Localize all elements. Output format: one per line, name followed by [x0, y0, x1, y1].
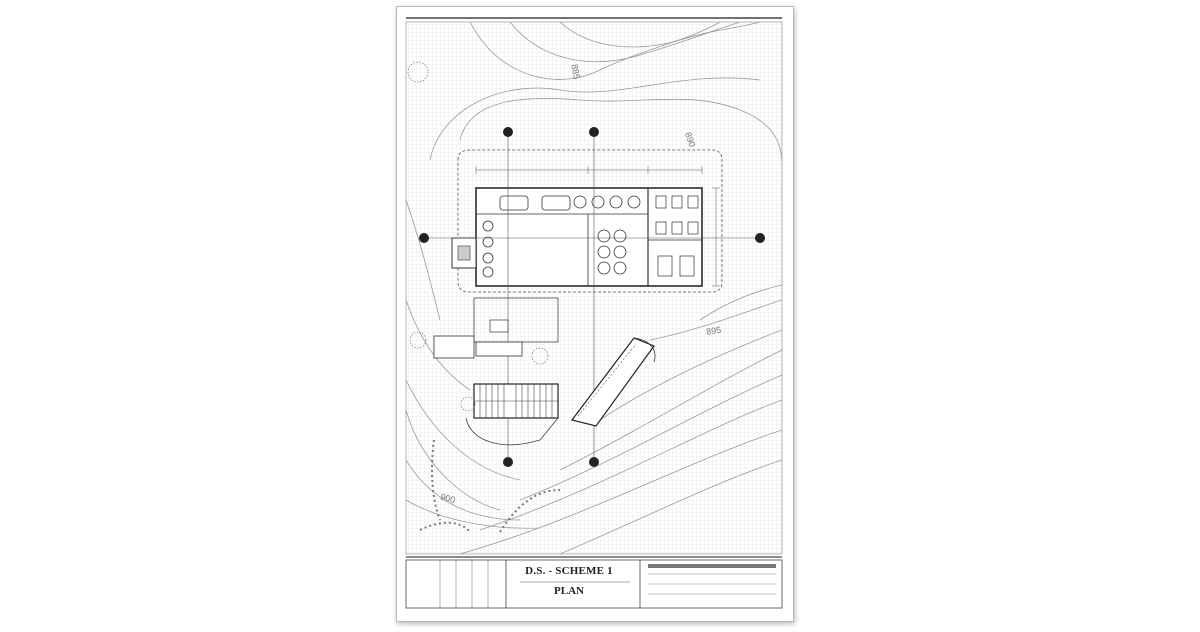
sheet-subtitle: PLAN [554, 585, 584, 597]
restroom-fixtures [655, 195, 699, 277]
site-boundary [457, 149, 723, 293]
tree-symbols [407, 61, 549, 412]
service-area [433, 335, 475, 359]
title-block [405, 556, 783, 609]
counter [475, 341, 523, 357]
sheet-title: D.S. - SCHEME 1 [525, 565, 613, 577]
round-tables [482, 220, 627, 278]
pavilion-seating [465, 383, 559, 446]
entry-mat [457, 245, 471, 261]
contour-lines [406, 22, 782, 554]
contour-label-right: 890 [683, 131, 698, 149]
dimension-lines [475, 166, 720, 287]
grid-bubbles [419, 127, 765, 467]
contour-label-top: 885 [569, 63, 581, 80]
angled-ramp [570, 337, 656, 427]
contour-label-mid: 895 [706, 325, 722, 337]
planting-edge-left [419, 521, 471, 533]
planting-edge [499, 489, 561, 533]
booth-tables [499, 195, 641, 211]
equipment-box [489, 319, 509, 333]
contour-label-bottom: 900 [439, 492, 456, 506]
